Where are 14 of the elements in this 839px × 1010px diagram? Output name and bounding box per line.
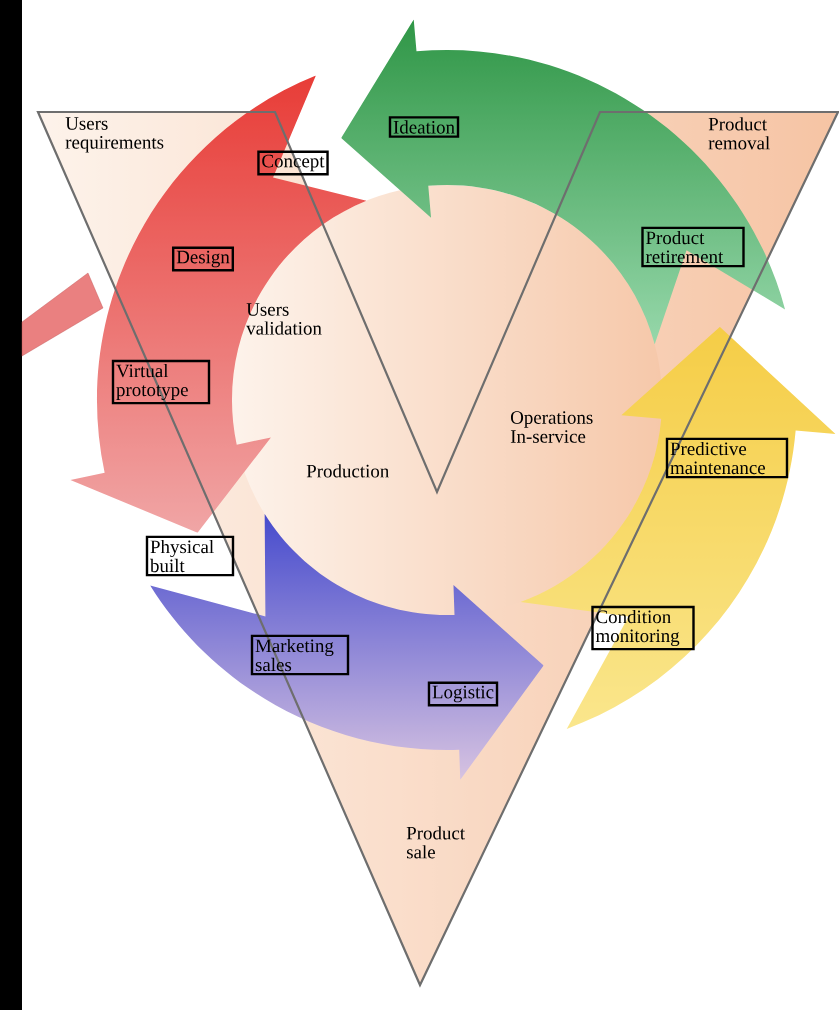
pointer-bar [21,272,104,357]
stage-box: Marketing sales [250,634,350,676]
area-label: Product sale [406,826,465,859]
area-label: Production [306,464,389,478]
area-label: Users validation [246,303,322,335]
area-label: Users requirements [65,117,164,153]
stage-box: Ideation [388,116,460,138]
stage-box: Logistic [427,681,499,707]
stage-box: Condition monitoring [591,605,695,651]
area-label: Product removal [708,117,770,150]
area-label: Operations In-service [510,411,593,443]
stage-box: Virtual prototype [111,359,211,405]
stage-box: Physical built [145,535,235,577]
stage-box: Design [172,246,234,272]
